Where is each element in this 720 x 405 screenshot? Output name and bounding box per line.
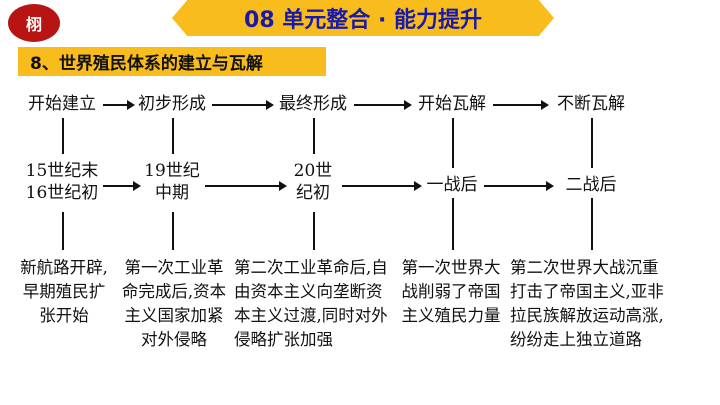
arrow xyxy=(103,181,141,191)
connector-line xyxy=(62,118,64,154)
arrow xyxy=(493,100,549,110)
arrow xyxy=(205,181,287,191)
arrow xyxy=(484,181,554,191)
connector-line xyxy=(591,198,593,250)
connector-line xyxy=(313,212,315,250)
connector-line xyxy=(452,118,454,168)
connector-line xyxy=(172,118,174,154)
logo-badge: 栩 xyxy=(8,4,60,42)
description-2: 第一次工业革命完成后,资本主义国家加紧对外侵略 xyxy=(121,258,227,349)
arrow xyxy=(342,181,422,191)
arrow xyxy=(354,100,412,110)
logo-text: 栩 xyxy=(25,15,42,34)
description-5: 第二次世界大战沉重打击了帝国主义,亚非拉民族解放运动高涨,纷纷走上独立道路 xyxy=(510,258,664,349)
unit-title-banner: 08 单元整合 · 能力提升 xyxy=(172,0,554,36)
section-title: 8、世界殖民体系的建立与瓦解 xyxy=(30,54,263,74)
connector-line xyxy=(172,212,174,250)
stage-2: 初步形成 xyxy=(138,94,206,114)
unit-title: 08 单元整合 · 能力提升 xyxy=(244,8,482,33)
connector-line xyxy=(313,118,315,154)
description-3: 第二次工业革命后,自由资本主义向垄断资本主义过渡,同时对外侵略扩张加强 xyxy=(234,258,388,349)
connector-line xyxy=(62,212,64,250)
time-3: 20世纪初 xyxy=(293,161,333,203)
connector-line xyxy=(591,118,593,168)
section-title-bar: 8、世界殖民体系的建立与瓦解 xyxy=(18,47,326,76)
description-1: 新航路开辟,早期殖民扩张开始 xyxy=(20,258,108,325)
time-2: 19世纪中期 xyxy=(144,161,200,203)
description-4: 第一次世界大战削弱了帝国主义殖民力量 xyxy=(401,258,501,325)
arrow xyxy=(103,100,135,110)
time-5: 二战后 xyxy=(565,175,617,195)
stage-1: 开始建立 xyxy=(28,94,96,114)
stage-3: 最终形成 xyxy=(279,94,347,114)
connector-line xyxy=(452,198,454,250)
arrow xyxy=(212,100,274,110)
stage-5: 不断瓦解 xyxy=(557,94,625,114)
stage-4: 开始瓦解 xyxy=(418,94,486,114)
time-4: 一战后 xyxy=(426,175,478,195)
